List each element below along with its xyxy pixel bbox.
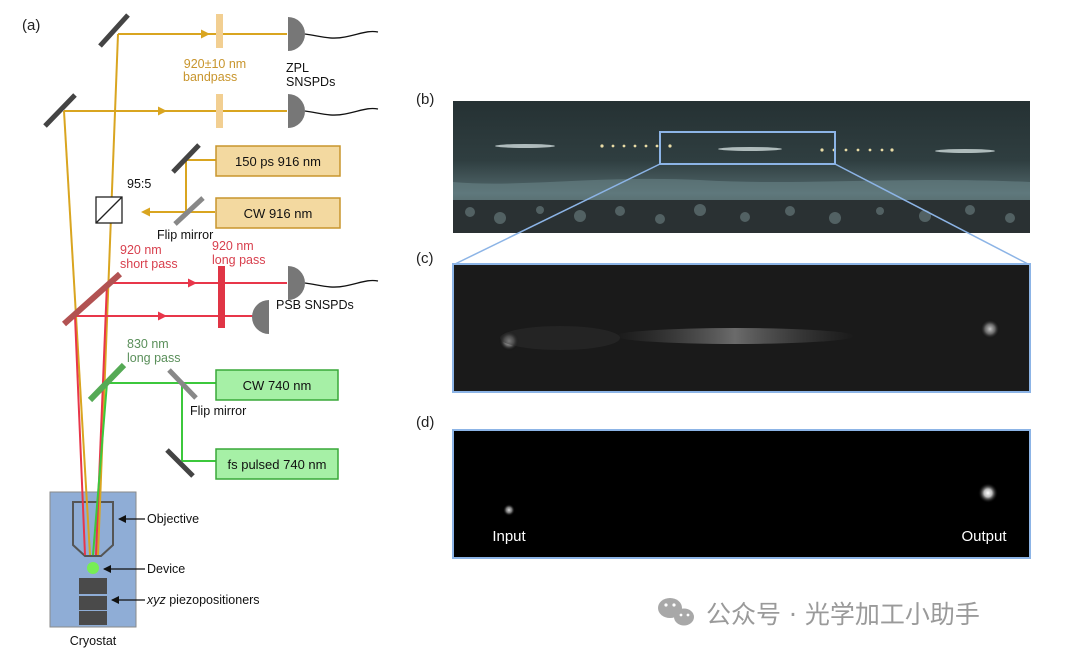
- bandpass-filter-1: [216, 14, 223, 48]
- flip-mirror-label-1: Flip mirror: [157, 228, 213, 242]
- flip-mirror-label-2: Flip mirror: [190, 404, 246, 418]
- laser-label-cw916: CW 916 nm: [244, 206, 313, 221]
- watermark: 公众号 · 光学加工小助手: [658, 598, 980, 629]
- detectors: [252, 17, 305, 334]
- input-label: Input: [492, 528, 526, 545]
- mirrors: [43, 13, 205, 478]
- laser-box-fs740: [215, 448, 339, 480]
- psb-label: PSB SNSPDs: [276, 298, 354, 312]
- laser-label-fs740: fs pulsed 740 nm: [227, 457, 326, 472]
- short-pass-label-line1: 920 nm: [120, 243, 162, 257]
- panel-label-c: (c): [416, 250, 434, 267]
- flip-mirror-916: [173, 196, 205, 226]
- zpl-label-line1: ZPL: [286, 61, 309, 75]
- objective-label: Objective: [147, 512, 199, 526]
- ratio-label: 95:5: [127, 177, 151, 191]
- zoom-line-right: [834, 163, 1029, 265]
- green-beam-paths: [92, 382, 216, 556]
- mirror-150ps: [171, 143, 201, 174]
- long-pass-label-line2: long pass: [212, 253, 266, 267]
- mirror-second: [43, 93, 77, 128]
- laser-box-150ps: [215, 145, 341, 177]
- red-beam-paths: [74, 278, 287, 556]
- piezo-label-italic: xyz: [146, 593, 167, 607]
- short-pass-dichroic: [62, 271, 122, 327]
- piezo-label-rest: piezopositioners: [166, 593, 260, 607]
- piezo-stage-2: [79, 596, 107, 610]
- zpl-label-line2: SNSPDs: [286, 75, 335, 89]
- lp830-label-line1: 830 nm: [127, 337, 169, 351]
- psb-detector-2: [252, 300, 269, 334]
- micrograph-c: [452, 263, 1031, 393]
- piezo-label: xyz piezopositioners: [146, 593, 260, 607]
- micrograph-d: [452, 429, 1031, 559]
- laser-label-150ps: 150 ps 916 nm: [235, 154, 321, 169]
- lp830-label-line2: long pass: [127, 351, 181, 365]
- mirror-fs740: [165, 448, 195, 478]
- psb-detector-1: [288, 266, 305, 300]
- panel-label-d: (d): [416, 414, 434, 431]
- piezo-stage-1: [79, 578, 107, 594]
- mirror-top: [98, 13, 130, 48]
- laser-label-cw740: CW 740 nm: [243, 378, 312, 393]
- zoom-line-left: [454, 163, 661, 265]
- short-pass-label-line2: short pass: [120, 257, 178, 271]
- long-pass-label-line1: 920 nm: [212, 239, 254, 253]
- flip-mirror-740: [167, 368, 198, 400]
- device-spot: [87, 562, 99, 574]
- long-pass-920-filter: [218, 266, 225, 328]
- long-pass-830-dichroic: [87, 362, 127, 403]
- piezo-stage-3: [79, 611, 107, 625]
- laser-box-cw740: [215, 369, 339, 401]
- panel-label-a: (a): [22, 17, 40, 34]
- zpl-detector-2: [288, 94, 305, 128]
- bandpass-filter-2: [216, 94, 223, 128]
- wechat-icon: [658, 598, 694, 626]
- bandpass-label-line2: bandpass: [183, 70, 237, 84]
- detector-fibers: [304, 30, 379, 288]
- zoom-region-box: [659, 131, 836, 165]
- micrograph-b: [453, 101, 1030, 233]
- beamsplitter-cube: [95, 196, 123, 224]
- device-label: Device: [147, 562, 185, 576]
- cryostat-label: Cryostat: [70, 634, 117, 648]
- watermark-text: 公众号 · 光学加工小助手: [706, 600, 980, 629]
- panel-label-b: (b): [416, 91, 434, 108]
- yellow-beam-paths: [63, 29, 287, 556]
- output-label: Output: [961, 528, 1007, 545]
- zpl-detector-1: [288, 17, 305, 51]
- bandpass-label-line1: 920±10 nm: [184, 57, 246, 71]
- laser-box-cw916: [215, 197, 341, 229]
